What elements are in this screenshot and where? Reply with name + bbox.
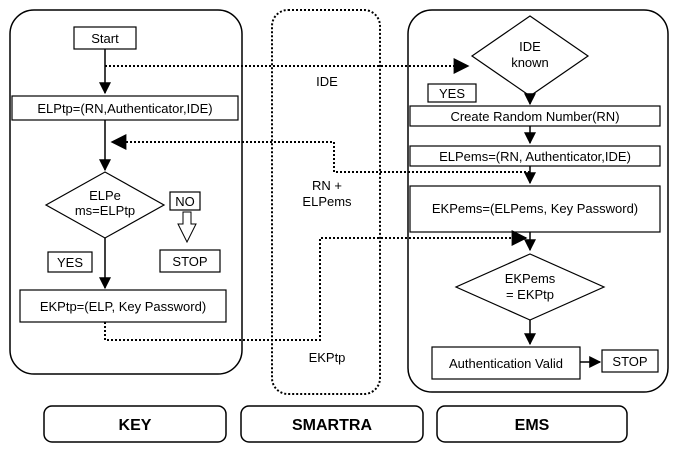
key-decision-line1: ELPe — [89, 188, 121, 203]
msg-ide-label: IDE — [316, 74, 338, 89]
ems-elpems-label: ELPems=(RN, Authenticator,IDE) — [439, 149, 631, 164]
ems-create-rn-label: Create Random Number(RN) — [450, 109, 619, 124]
key-lane-title: KEY — [119, 417, 152, 434]
ems-yes-box — [427, 83, 477, 103]
ems-ide-known-line2: known — [511, 55, 549, 70]
key-stop-label: STOP — [172, 254, 207, 269]
ems-ide-known-line1: IDE — [519, 39, 541, 54]
msg-elpems-label: ELPems — [302, 194, 352, 209]
ekptp-message-connector — [104, 230, 528, 341]
ems-elpems-box — [409, 145, 661, 167]
key-decision-line2: ms=ELPtp — [75, 203, 135, 218]
ems-create-rn-box — [409, 105, 661, 127]
smartra-lane-title: SMARTRA — [292, 417, 372, 434]
ems-yes-label: YES — [439, 86, 465, 101]
ems-auth-valid-label: Authentication Valid — [449, 356, 563, 371]
rn-elpems-message-connector — [110, 134, 530, 173]
key-ekptp-box — [19, 289, 227, 323]
key-no-box — [169, 191, 201, 211]
ems-auth-valid-box — [431, 346, 581, 380]
msg-rn-label: RN + — [312, 178, 342, 193]
key-ekptp-label: EKPtp=(ELP, Key Password) — [40, 299, 206, 314]
ems-decision-line1: EKPems — [505, 271, 556, 286]
ems-ekpems-box — [409, 185, 661, 233]
smartra-lane-title-box — [240, 405, 424, 443]
key-yes-label: YES — [57, 255, 83, 270]
smartra-lane — [271, 9, 381, 395]
ems-ekpems-label: EKPems=(ELPems, Key Password) — [432, 201, 638, 216]
ems-lane-title-box — [436, 405, 628, 443]
ems-lane-title: EMS — [515, 417, 550, 434]
ems-stop-box — [601, 349, 659, 373]
msg-ekptp-label: EKPtp — [309, 350, 346, 365]
key-start-label: Start — [91, 31, 119, 46]
ems-stop-label: STOP — [612, 354, 647, 369]
key-lane-title-box — [43, 405, 227, 443]
key-elptp-label: ELPtp=(RN,Authenticator,IDE) — [37, 101, 212, 116]
key-yes-box — [47, 251, 93, 273]
key-stop-box — [159, 249, 221, 273]
key-elptp-box — [11, 95, 239, 121]
key-no-label: NO — [175, 194, 195, 209]
ems-decision-line2: = EKPtp — [506, 287, 554, 302]
key-no-to-stop-arrow — [177, 211, 197, 244]
